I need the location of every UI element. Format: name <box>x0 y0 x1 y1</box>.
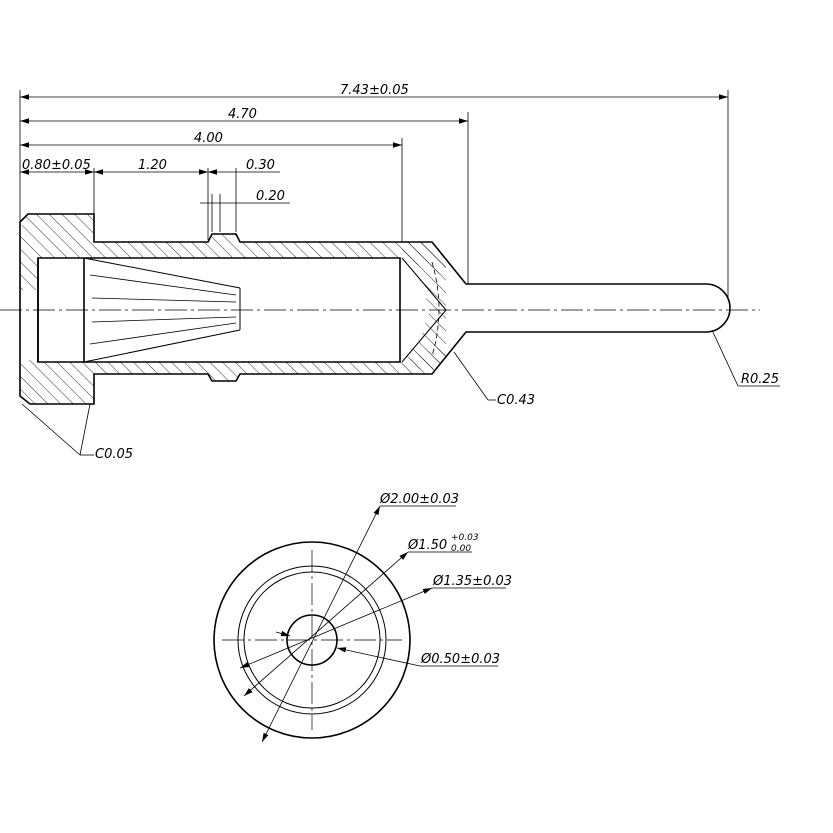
label-4-70: 4.70 <box>228 107 257 122</box>
hatch-top-wall <box>20 214 446 290</box>
label-dia-mid-lower: 0.00 <box>451 544 471 554</box>
dimension-lines <box>20 94 728 204</box>
leader-r025 <box>711 329 739 387</box>
leader-c043 <box>453 351 489 401</box>
internal-taper <box>83 257 241 363</box>
dimension-labels: 7.43±0.05 4.70 4.00 0.80±0.05 1.20 0.30 … <box>22 83 779 462</box>
shoulder-line-top <box>401 257 447 311</box>
leader-dia-inner <box>239 587 433 669</box>
leader-lines <box>21 329 780 456</box>
shoulder-line-bottom <box>401 309 447 363</box>
label-dia-outer: Ø2.00±0.03 <box>379 492 459 507</box>
label-c005: C0.05 <box>95 447 133 462</box>
label-0-30: 0.30 <box>246 158 275 173</box>
hatch-bottom-wall <box>20 344 446 404</box>
section-hatching <box>20 214 446 404</box>
end-view: Ø2.00±0.03 Ø1.50 +0.03 0.00 Ø1.35±0.03 Ø… <box>213 492 512 743</box>
shoulder-hidden-arc <box>431 261 440 357</box>
outer-contour <box>19 213 731 405</box>
label-overall: 7.43±0.05 <box>340 83 409 98</box>
leader-c005 <box>21 403 81 456</box>
label-head: 0.80±0.05 <box>22 158 91 173</box>
label-r025: R0.25 <box>741 372 779 387</box>
side-view: 7.43±0.05 4.70 4.00 0.80±0.05 1.20 0.30 … <box>0 83 780 462</box>
label-dia-mid-upper: +0.03 <box>451 533 479 543</box>
label-c043: C0.43 <box>497 393 535 408</box>
leader-c005-b <box>79 403 91 456</box>
label-dia-inner: Ø1.35±0.03 <box>432 574 512 589</box>
extension-lines <box>19 90 729 300</box>
leader-dia-outer <box>261 505 381 743</box>
label-4-00: 4.00 <box>194 131 223 146</box>
leader-dia-bore <box>336 647 421 667</box>
label-dia-mid: Ø1.50 <box>407 538 447 553</box>
hatch-chamfer <box>402 242 446 374</box>
label-1-20: 1.20 <box>138 158 167 173</box>
label-0-20: 0.20 <box>256 189 285 204</box>
label-dia-bore: Ø0.50±0.03 <box>420 652 500 667</box>
